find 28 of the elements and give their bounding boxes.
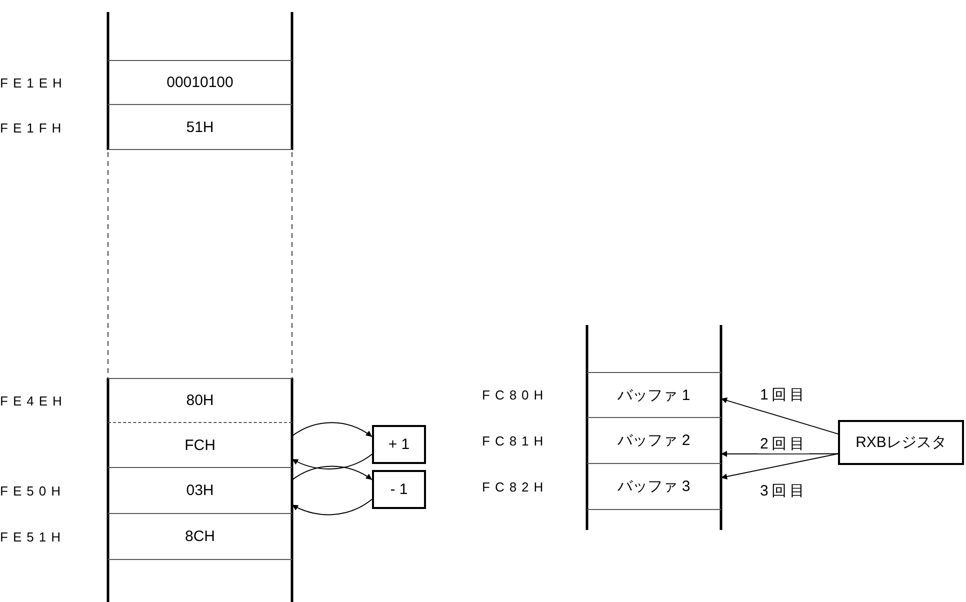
- address-label: FE4EH: [0, 393, 67, 408]
- register-box: + 1: [372, 425, 426, 464]
- arrow: [720, 398, 838, 434]
- arrow: [720, 450, 838, 457]
- arrow: [292, 498, 372, 516]
- address-label: FC80H: [482, 388, 548, 402]
- memory-cell: 8CH: [108, 514, 292, 560]
- address-label: FE51H: [0, 530, 66, 544]
- arrow: [292, 466, 372, 480]
- register-box: RXBレジスタ: [838, 420, 964, 465]
- arrow: [720, 453, 838, 480]
- memory-cell: 00010100: [108, 60, 292, 105]
- address-label: FC81H: [482, 434, 548, 448]
- memory-cell: バッファ 2: [587, 418, 721, 464]
- memory-cell: バッファ 3: [587, 464, 721, 510]
- memory-cell: FCH: [108, 423, 292, 468]
- memory-cell: 51H: [108, 105, 292, 150]
- edge-label: 2回目: [758, 434, 810, 454]
- arrow: [292, 422, 372, 438]
- address-label: FE1FH: [0, 120, 66, 135]
- address-label: FE1EH: [0, 75, 67, 90]
- memory-cell: 03H: [108, 468, 292, 514]
- address-label: FE50H: [0, 484, 66, 498]
- address-label: FC82H: [482, 480, 548, 494]
- memory-cell: 80H: [108, 378, 292, 423]
- arrow: [292, 454, 372, 470]
- register-box: - 1: [372, 470, 426, 509]
- memory-cell: バッファ 1: [587, 372, 721, 418]
